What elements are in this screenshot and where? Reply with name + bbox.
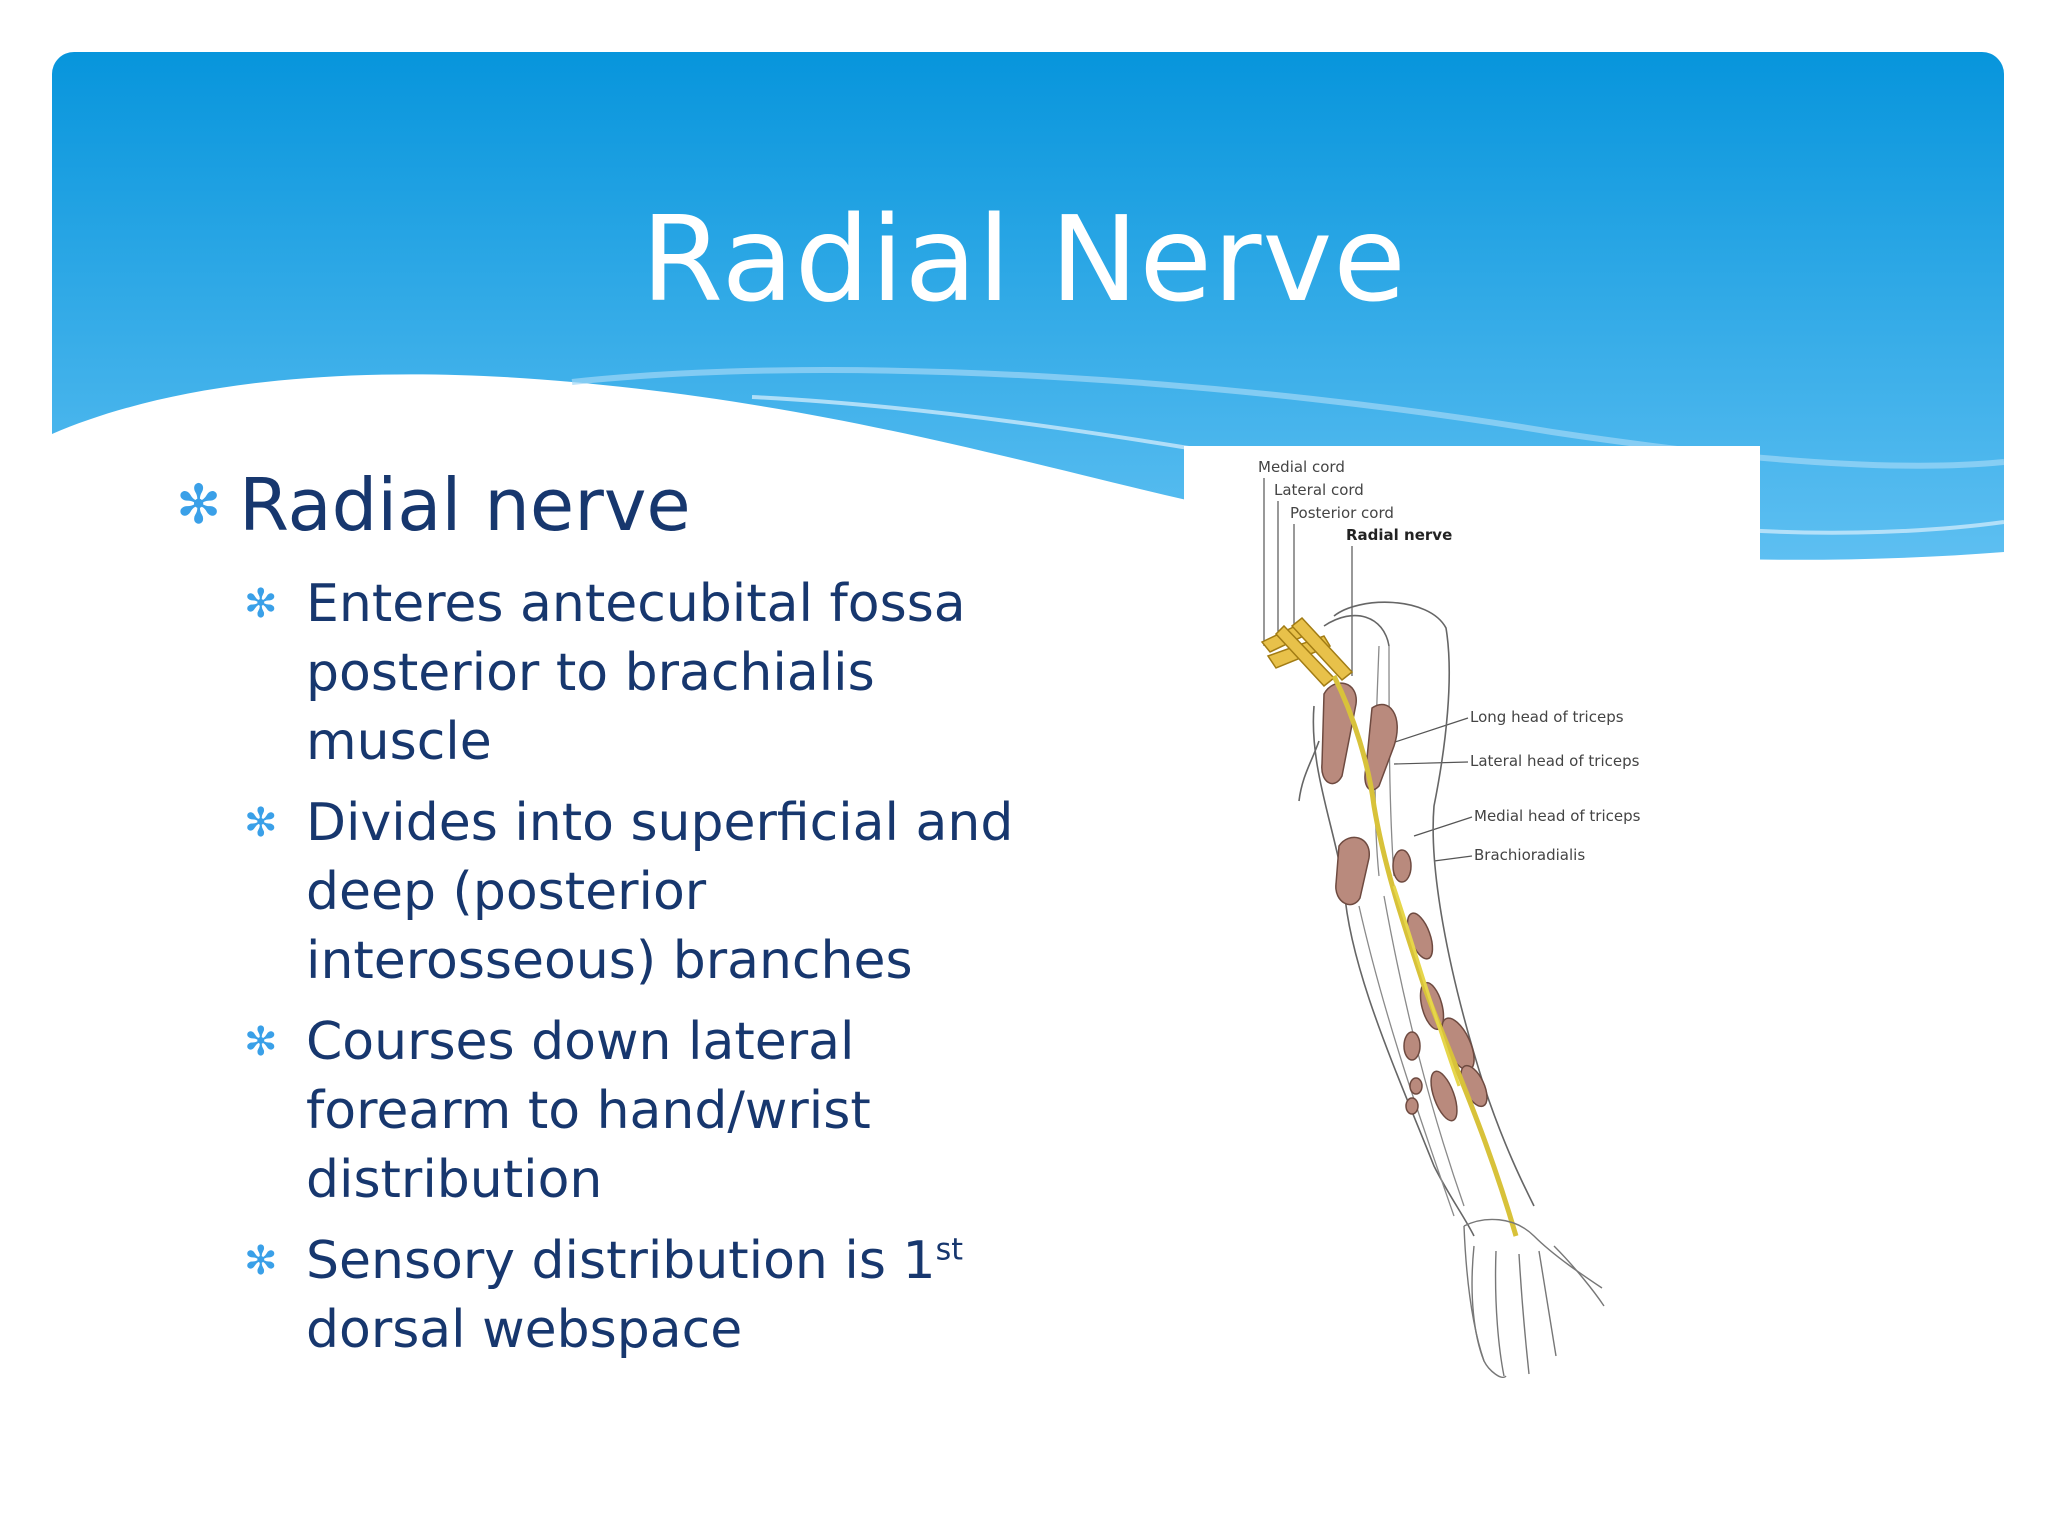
label-medial-cord: Medial cord	[1258, 458, 1345, 476]
radial-nerve-anatomy-figure: Medial cord Lateral cord Posterior cord …	[1184, 446, 1760, 1396]
label-medial-head-triceps: Medial head of triceps	[1474, 807, 1641, 825]
header-wave-background	[52, 52, 2004, 592]
sub-bullet-4-line-2: dorsal webspace	[306, 1300, 743, 1360]
asterisk-bullet-icon: ✻	[244, 1238, 278, 1284]
sub-bullet-3-line-1: Courses down lateral	[306, 1012, 855, 1072]
asterisk-bullet-icon: ✻	[244, 800, 278, 846]
asterisk-bullet-icon: ✻	[176, 473, 222, 536]
sub-bullet-2-line-1: Divides into superficial and	[306, 793, 1014, 853]
label-posterior-cord: Posterior cord	[1290, 504, 1394, 522]
sub-bullet-3-line-2: forearm to hand/wrist	[306, 1081, 871, 1141]
main-bullet-text: Radial nerve	[239, 463, 691, 547]
asterisk-bullet-icon: ✻	[244, 1019, 278, 1065]
label-lateral-cord: Lateral cord	[1274, 481, 1364, 499]
label-radial-nerve: Radial nerve	[1346, 526, 1452, 544]
sub-bullet-2-line-2: deep (posterior	[306, 862, 707, 922]
sub-bullet-1-line-2: posterior to brachialis	[306, 643, 875, 703]
slide-header	[52, 52, 2004, 592]
label-long-head-triceps: Long head of triceps	[1470, 708, 1624, 726]
label-lateral-head-triceps: Lateral head of triceps	[1470, 752, 1640, 770]
sub-bullet-1-line-3: muscle	[306, 712, 492, 772]
slide-title: Radial Nerve	[641, 190, 1407, 328]
arm-illustration: Medial cord Lateral cord Posterior cord …	[1258, 458, 1641, 1378]
sub-bullet-2-line-3: interosseous) branches	[306, 931, 913, 991]
superscript-st: st	[935, 1232, 963, 1268]
sub-bullet-4-line-1: Sensory distribution is 1	[306, 1231, 936, 1291]
sub-bullet-1-line-1: Enteres antecubital fossa	[306, 574, 966, 634]
label-brachioradialis: Brachioradialis	[1474, 846, 1585, 864]
sub-bullet-3-line-3: distribution	[306, 1150, 603, 1210]
asterisk-bullet-icon: ✻	[244, 581, 278, 627]
